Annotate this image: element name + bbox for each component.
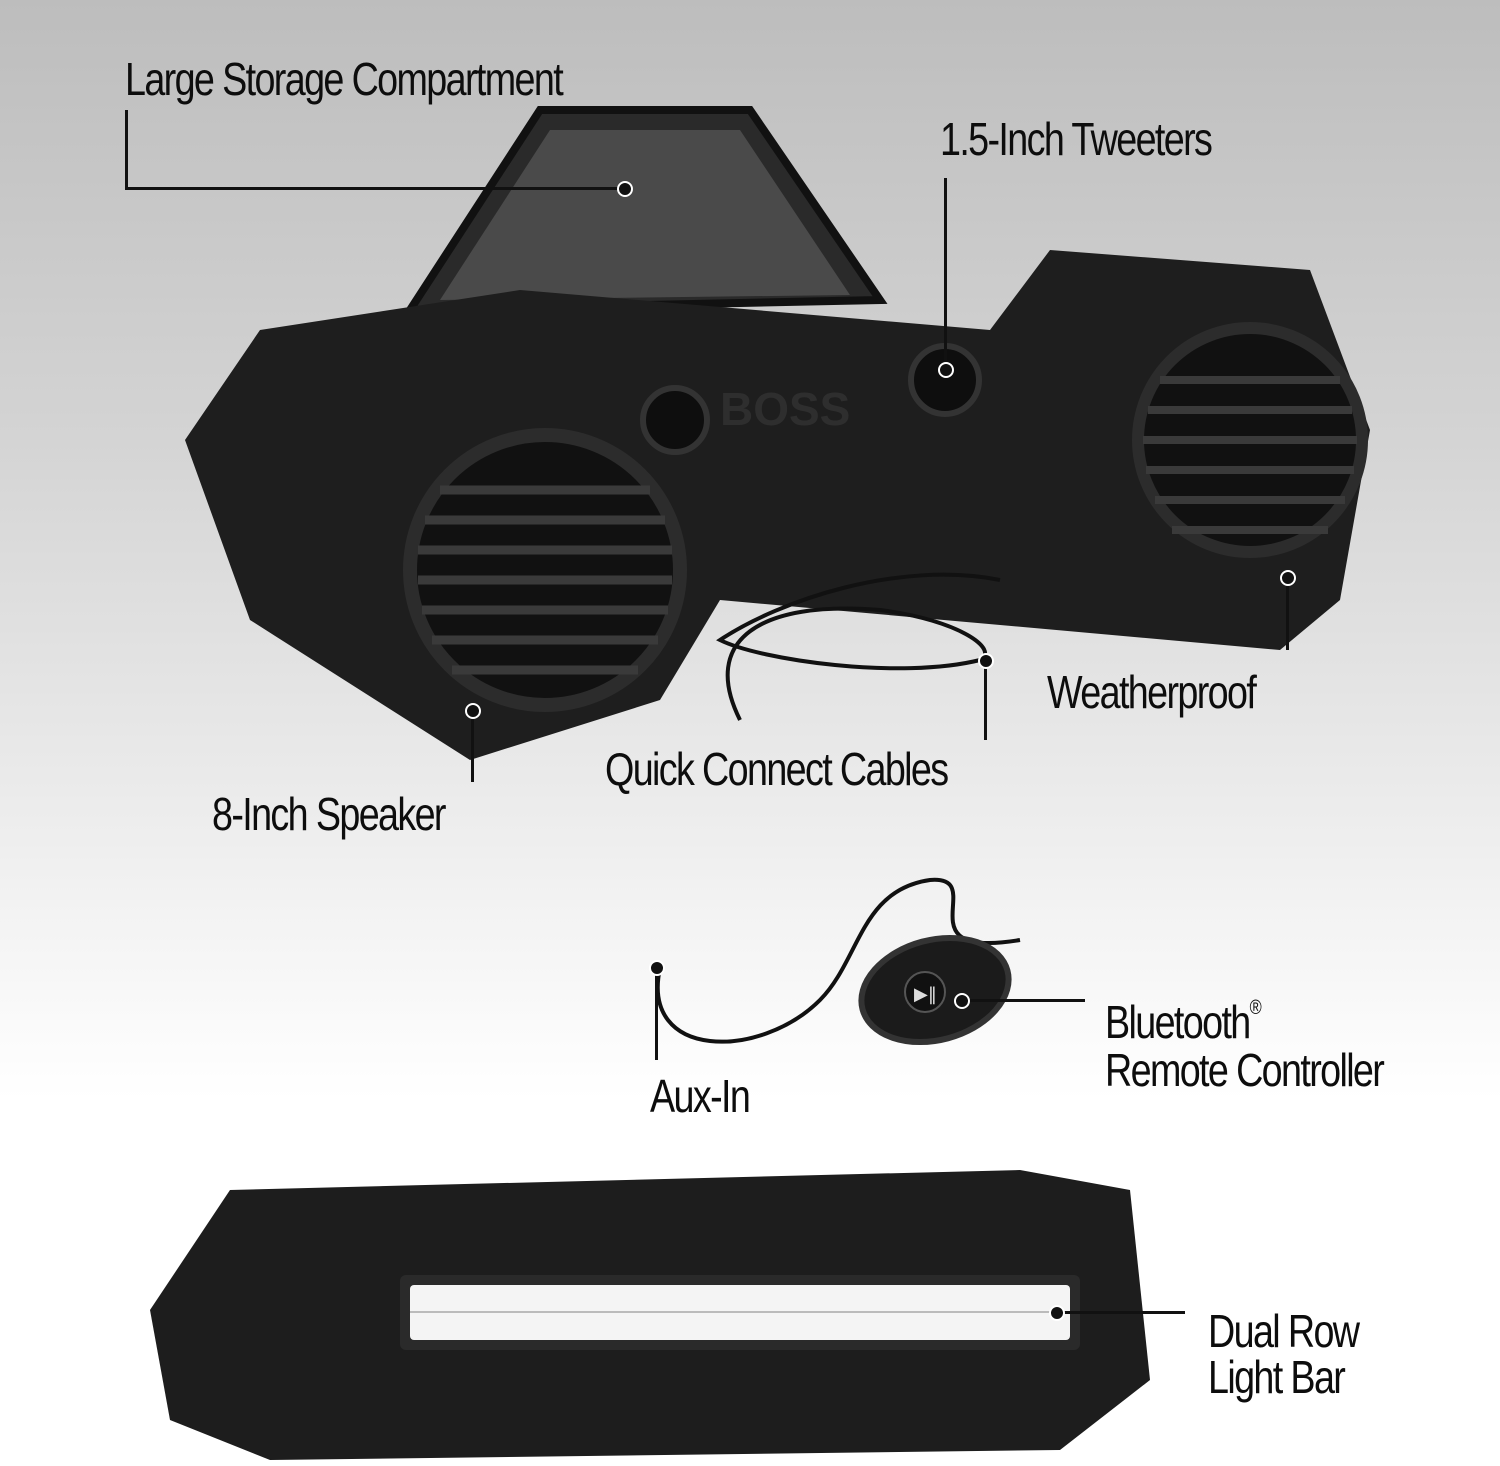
label-weatherproof: Weatherproof [1047, 666, 1257, 718]
label-line: Bluetooth [1105, 996, 1251, 1048]
callout-line [125, 110, 128, 190]
label-storage-compartment: Large Storage Compartment [125, 53, 564, 105]
label-line: Remote Controller [1105, 1044, 1385, 1096]
label-8-inch-speaker: 8-Inch Speaker [212, 788, 446, 840]
label-tweeters: 1.5-Inch Tweeters [940, 113, 1213, 165]
label-quick-connect-cables: Quick Connect Cables [605, 743, 949, 795]
svg-text:▶‖: ▶‖ [914, 984, 937, 1005]
callout-dot [617, 181, 633, 197]
left-speaker-grille [403, 428, 687, 712]
callout-dot [1049, 1305, 1065, 1321]
callout-line [125, 187, 625, 190]
callout-dot [978, 653, 994, 669]
label-bluetooth-remote: Bluetooth® Remote Controller [1105, 996, 1385, 1096]
tweeter-left [640, 385, 710, 455]
label-aux-in: Aux-In [650, 1070, 751, 1122]
callout-line [471, 710, 474, 782]
callout-dot [954, 993, 970, 1009]
label-light-bar: Dual Row Light Bar [1208, 1305, 1360, 1403]
brand-logo: BOSS [720, 383, 850, 435]
callout-dot [649, 960, 665, 976]
callout-line [655, 968, 658, 1060]
remote-cable [655, 877, 1021, 1044]
callout-line [984, 660, 987, 740]
callout-line [960, 999, 1085, 1002]
right-speaker-grille [1132, 322, 1368, 558]
label-line: Light Bar [1208, 1351, 1346, 1403]
callout-line [944, 178, 947, 368]
callout-dot [1280, 570, 1296, 586]
callout-dot [465, 703, 481, 719]
registered-mark: ® [1249, 997, 1262, 1019]
callout-line [1055, 1311, 1185, 1314]
callout-dot [938, 362, 954, 378]
cable [716, 572, 1001, 721]
callout-line [1286, 578, 1289, 650]
label-line: Dual Row [1208, 1305, 1360, 1357]
